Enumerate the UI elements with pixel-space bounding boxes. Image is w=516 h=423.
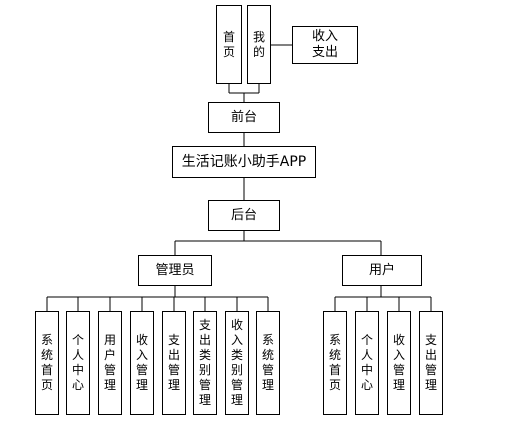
app-title: 生活记账小助手APP <box>181 154 307 170</box>
mine-box: 我的 <box>247 5 271 84</box>
admin-module-income-management: 收入管理 <box>130 311 154 415</box>
user-module-personal-center: 个人中心 <box>355 311 379 415</box>
admin-module-expense-category-management: 支出类别管理 <box>193 311 217 415</box>
module-label: 收入类别管理 <box>230 318 243 407</box>
admin-module-system-home: 系统首页 <box>35 311 59 415</box>
app-title-box: 生活记账小助手APP <box>172 146 316 178</box>
home-box: 首页 <box>216 5 242 84</box>
admin-module-income-category-management: 收入类别管理 <box>225 311 249 415</box>
frontend-label: 前台 <box>230 109 257 125</box>
user-label: 用户 <box>368 262 395 278</box>
module-label: 收入管理 <box>135 333 148 392</box>
expense-label: 支出 <box>311 45 338 60</box>
module-label: 个人中心 <box>71 333 84 392</box>
admin-label: 管理员 <box>155 262 195 278</box>
backend-box: 后台 <box>208 200 280 231</box>
module-label: 个人中心 <box>360 333 373 392</box>
admin-module-user-management: 用户管理 <box>98 311 122 415</box>
module-label: 支出管理 <box>167 333 180 392</box>
admin-box: 管理员 <box>138 255 212 286</box>
user-module-expense-management: 支出管理 <box>419 311 443 415</box>
module-label: 用户管理 <box>103 333 116 392</box>
module-label: 系统首页 <box>40 333 53 392</box>
user-module-income-management: 收入管理 <box>387 311 411 415</box>
mine-label: 我的 <box>252 29 265 59</box>
income-expense-box: 收入 支出 <box>292 26 358 64</box>
income-label: 收入 <box>311 29 338 44</box>
backend-label: 后台 <box>230 207 257 223</box>
frontend-box: 前台 <box>208 102 280 133</box>
module-label: 支出管理 <box>424 333 437 392</box>
module-label: 支出类别管理 <box>198 318 211 407</box>
admin-module-personal-center: 个人中心 <box>66 311 90 415</box>
module-label: 系统首页 <box>328 333 341 392</box>
admin-module-system-management: 系统管理 <box>256 311 280 415</box>
home-label: 首页 <box>222 29 235 59</box>
user-box: 用户 <box>342 255 422 286</box>
module-label: 收入管理 <box>392 333 405 392</box>
module-label: 系统管理 <box>261 333 274 392</box>
user-module-system-home: 系统首页 <box>323 311 347 415</box>
admin-module-expense-management: 支出管理 <box>162 311 186 415</box>
